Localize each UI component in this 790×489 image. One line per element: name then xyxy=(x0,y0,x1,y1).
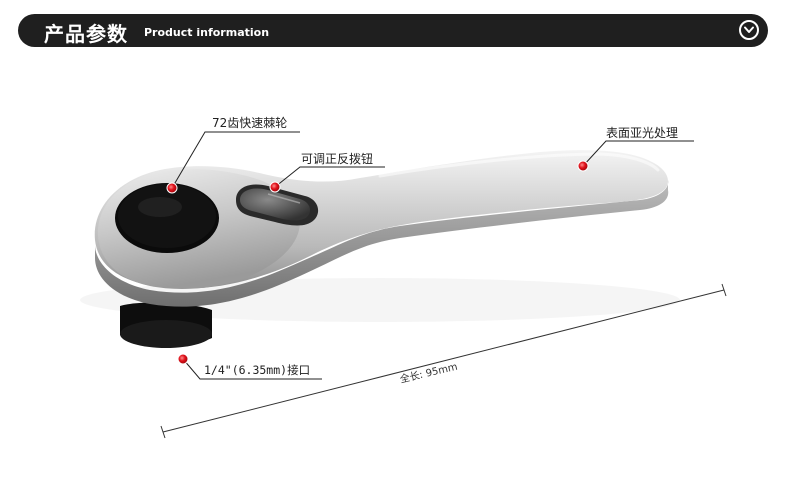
callout-line-ratchet xyxy=(171,131,300,189)
header-bar: 产品参数 Product information xyxy=(18,14,768,47)
callout-line-drive xyxy=(182,358,322,380)
wrench-body xyxy=(94,150,669,348)
callout-line-reverse-switch xyxy=(274,166,385,188)
callout-surface: 表面亚光处理 xyxy=(606,126,679,140)
chevron-down-icon[interactable] xyxy=(739,20,759,40)
marker-dots xyxy=(166,160,589,365)
callout-reverse-switch: 可调正反拨钮 xyxy=(301,152,374,166)
header-title-cn: 产品参数 xyxy=(44,22,128,46)
header-title-en: Product information xyxy=(144,26,270,39)
callout-drive: 1/4"(6.35mm)接口 xyxy=(204,363,311,377)
dimension-line xyxy=(160,283,727,439)
callout-ratchet: 72齿快速棘轮 xyxy=(212,116,288,130)
callout-line-surface xyxy=(582,140,694,167)
